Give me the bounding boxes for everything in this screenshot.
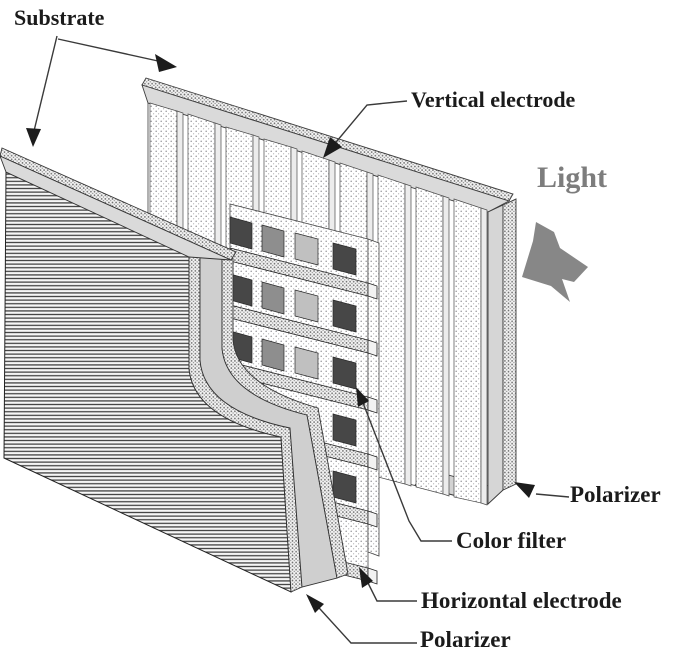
horizontal-electrode-label: Horizontal electrode: [421, 588, 622, 613]
color-filter-square: [332, 242, 357, 276]
horizontal-electrode-end: [367, 339, 378, 357]
polarizer-right-arrowhead: [514, 482, 535, 498]
color-filter-square: [332, 299, 357, 333]
rear-polarizer-right-edge: [502, 198, 517, 491]
color-filter-square: [261, 224, 285, 258]
light-direction-arrow: [522, 222, 588, 302]
annotations: [26, 35, 588, 644]
color-filter-arrowhead: [356, 387, 369, 407]
color-filter-leader-line: [357, 389, 452, 542]
polarizer-right-leader-line: [535, 493, 570, 498]
vertical-electrode-arrowhead: [323, 137, 342, 158]
horizontal-electrode-end: [367, 453, 378, 471]
front-inner-layer-edge: [221, 255, 349, 579]
horizontal-electrode-end: [367, 510, 378, 528]
front-panel: [0, 147, 349, 593]
color-filter-square: [261, 338, 285, 372]
vertical-electrode-label: Vertical electrode: [411, 87, 576, 112]
color-filter-square: [294, 232, 319, 266]
vertical-electrode-leader-line: [331, 100, 408, 148]
vertical-electrode: [377, 174, 412, 487]
substrate-arrowhead-2: [155, 54, 177, 72]
substrate-arrowhead-1: [26, 128, 41, 147]
color-filter-right-edge: [367, 238, 380, 557]
vertical-electrode: [453, 198, 488, 506]
color-filter-square: [332, 413, 357, 447]
substrate-label: Substrate: [14, 5, 105, 30]
vertical-electrode: [415, 186, 450, 497]
color-filter-square: [294, 346, 319, 380]
color-filter-label: Color filter: [456, 528, 567, 553]
polarizer-bottom-leader-line: [309, 597, 417, 644]
polarizer-right-label: Polarizer: [570, 482, 661, 507]
polarizer-bottom-label: Polarizer: [420, 627, 511, 652]
light-label: Light: [537, 161, 608, 194]
polarizer-bottom-arrowhead: [306, 594, 324, 613]
substrate-leader-line-2: [57, 38, 159, 62]
color-filter-square: [261, 281, 285, 315]
substrate-leader-line-1: [33, 35, 58, 132]
color-filter-square: [294, 289, 319, 323]
color-filter-square: [229, 216, 253, 250]
rear-substrate-right-edge: [487, 204, 504, 506]
color-filter-square: [332, 356, 357, 390]
front-substrate-top-face: [0, 155, 232, 261]
horizontal-electrode-end: [367, 282, 378, 300]
color-filter-square: [332, 470, 357, 504]
horizontal-electrode-arrowhead: [359, 567, 373, 588]
horizontal-electrode-end: [367, 396, 378, 414]
